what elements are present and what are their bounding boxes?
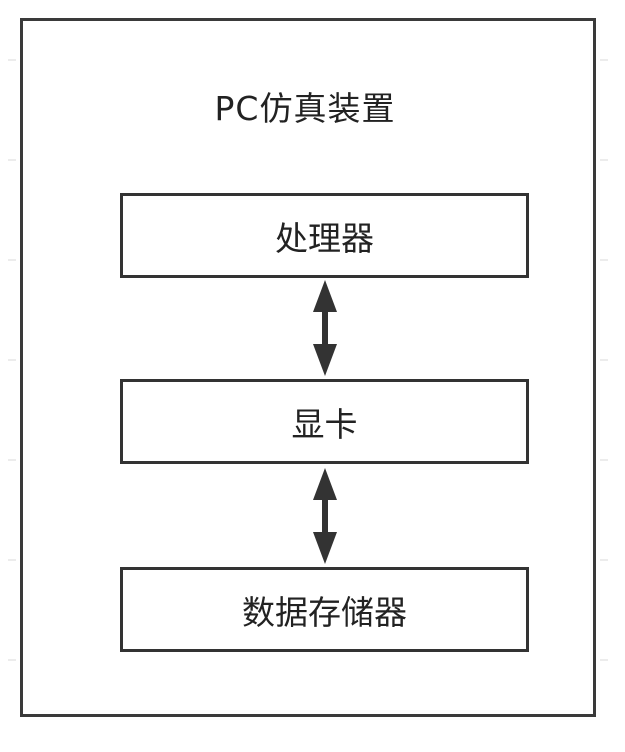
- container-title: PC仿真装置: [190, 82, 420, 130]
- graphics-card-label: 显卡: [292, 398, 358, 446]
- data-storage-block: 数据存储器: [120, 567, 529, 652]
- data-storage-label: 数据存储器: [242, 586, 407, 634]
- graphics-card-block: 显卡: [120, 379, 529, 464]
- processor-label: 处理器: [275, 212, 374, 260]
- processor-block: 处理器: [120, 193, 529, 278]
